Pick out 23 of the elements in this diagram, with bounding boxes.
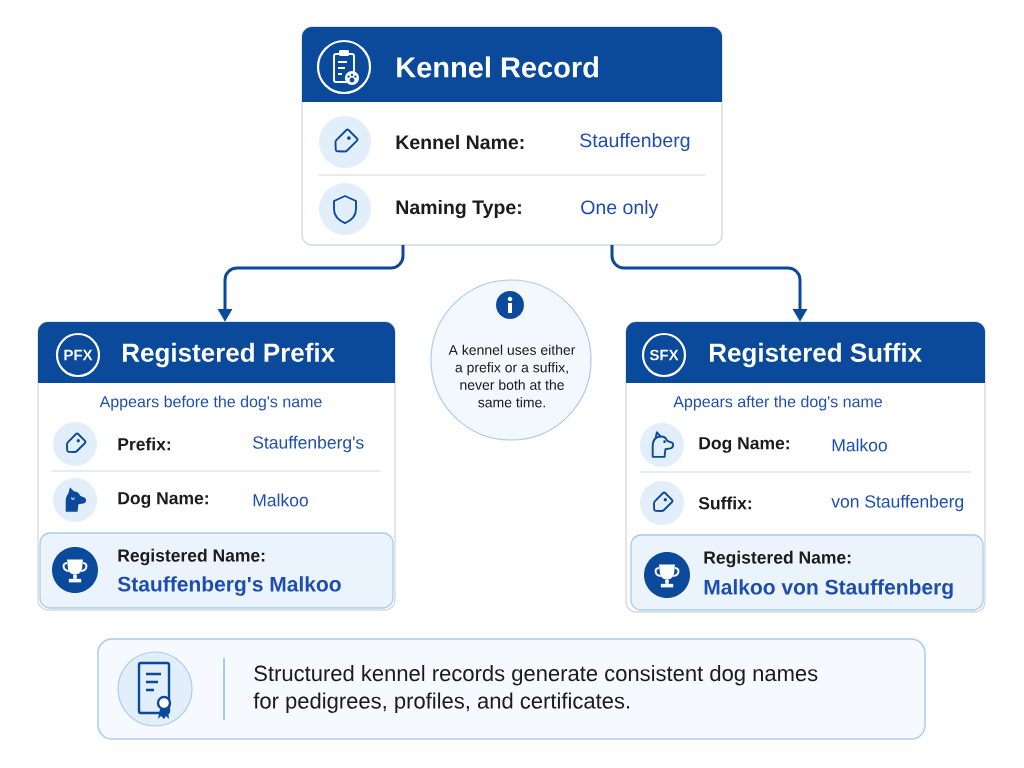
field-label: Dog Name: <box>118 492 208 508</box>
registered-name: Stauffenberg's Malkoo <box>117 576 341 596</box>
badge: SFX <box>641 332 687 378</box>
card-header: Kennel Record <box>302 27 722 102</box>
registered-name: Malkoo von Stauffenberg <box>704 579 953 599</box>
field-value: von Stauffenberg <box>831 494 964 512</box>
field-label: Registered Name: <box>118 548 265 566</box>
subtitle: Appears before the dog's name <box>99 395 322 411</box>
field-label: Dog Name: <box>699 437 789 453</box>
badge: PFX <box>55 332 101 378</box>
field-label: Registered Name: <box>704 550 851 568</box>
field-label: Naming Type: <box>396 199 521 219</box>
field-label: Prefix: <box>118 437 170 451</box>
note-text: Structured kennel records generate consistent dog names for pedigrees, profiles, and certificates. <box>253 665 818 713</box>
field-value: One only <box>581 199 659 219</box>
field-label: Kennel Name: <box>396 134 524 150</box>
field-value: Stauffenberg <box>580 132 690 152</box>
field-value: Malkoo <box>832 438 887 452</box>
field-value: Malkoo <box>253 493 308 507</box>
subtitle: Appears after the dog's name <box>673 395 882 411</box>
field-label: Suffix: <box>698 496 751 510</box>
info-text: A kennel uses either a prefix or a suffix, never both at the same time. <box>448 344 576 408</box>
field-value: Stauffenberg's <box>253 435 364 453</box>
